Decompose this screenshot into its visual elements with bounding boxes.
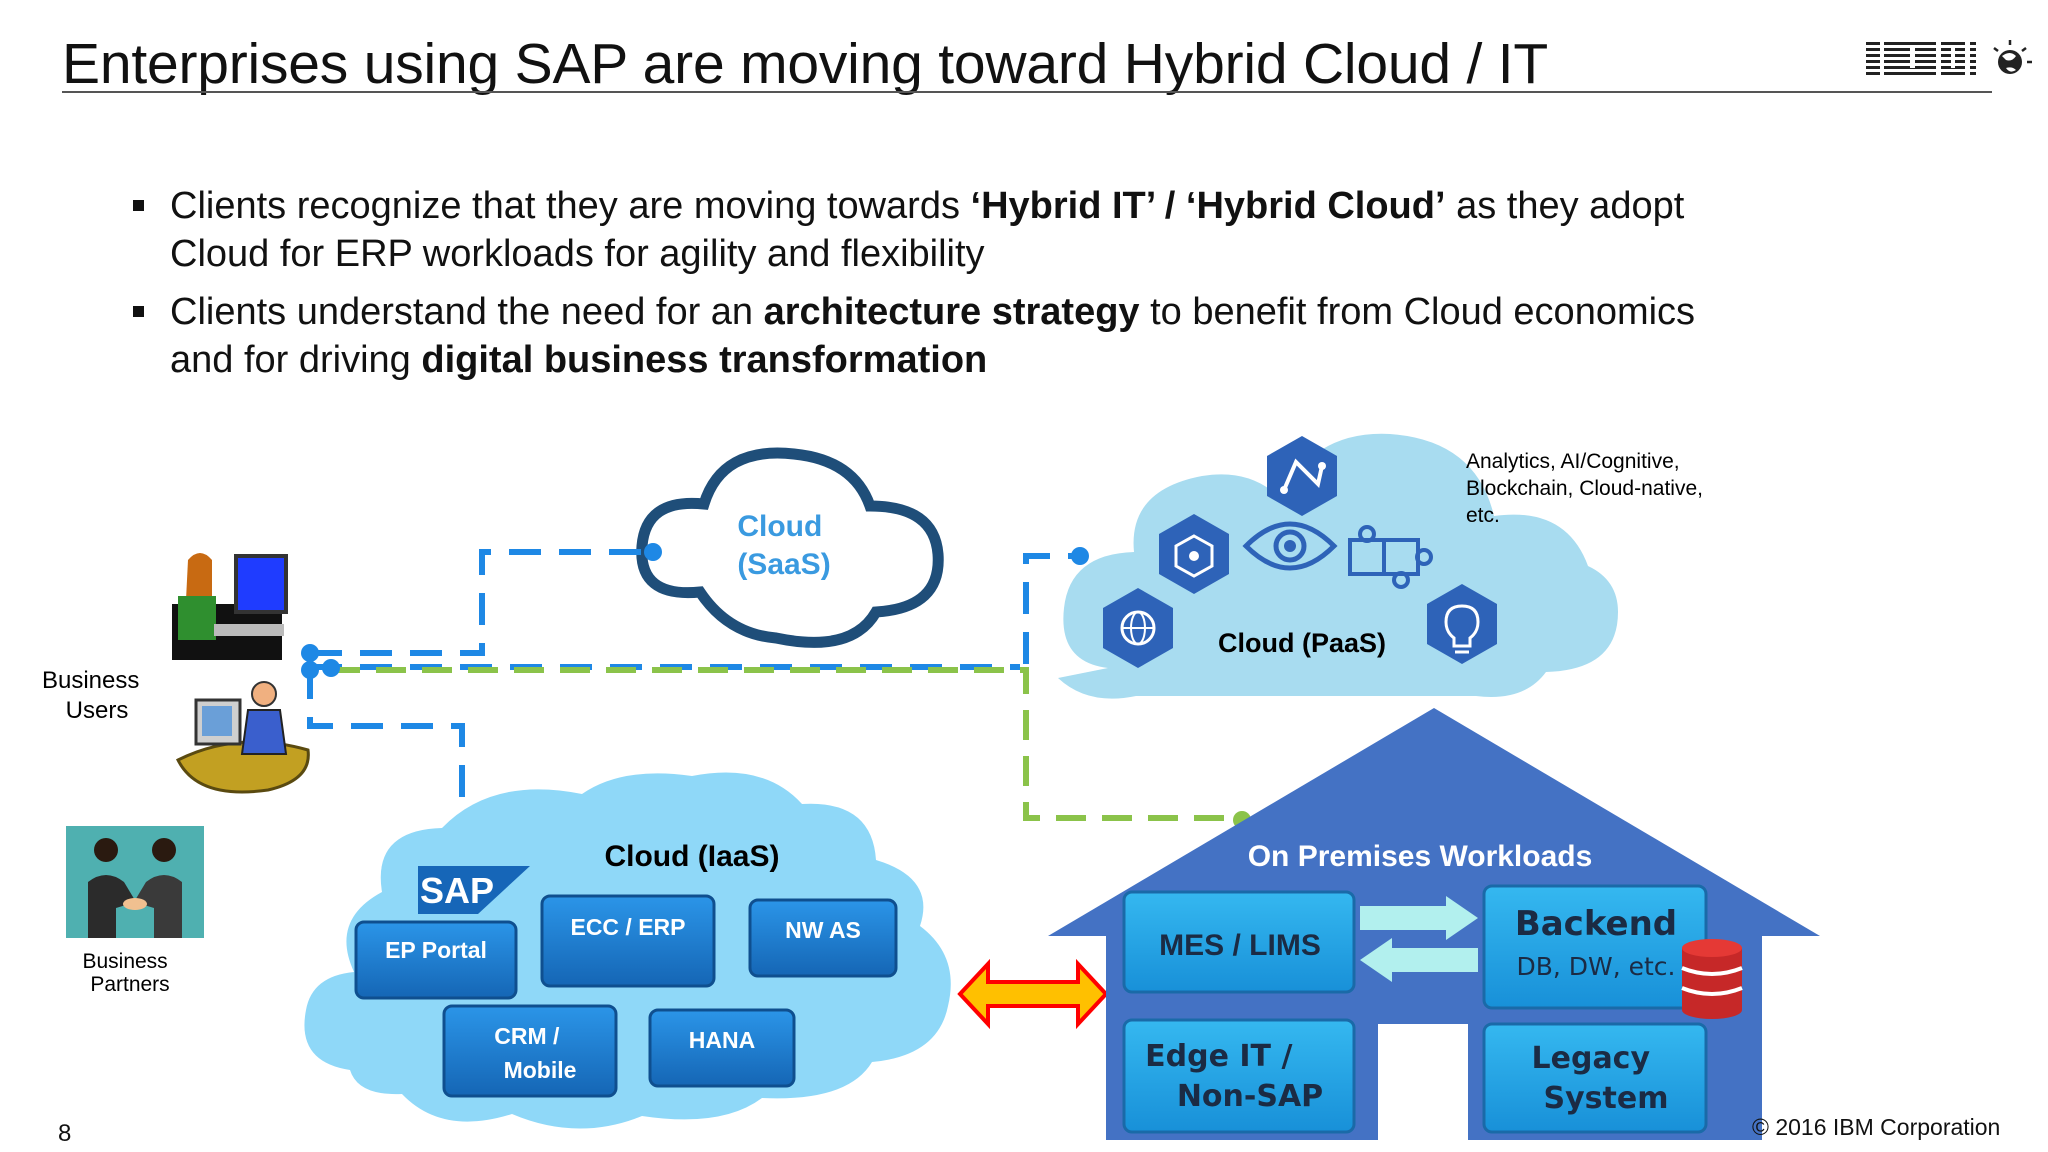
sync-arrows: [1360, 896, 1478, 982]
svg-text:HANA: HANA: [689, 1027, 755, 1053]
puzzle-icon: [1348, 525, 1433, 589]
bullet-marker: [133, 306, 144, 317]
copyright: © 2016 IBM Corporation: [1752, 1114, 2001, 1140]
module-mes-lims: MES / LIMS: [1122, 890, 1356, 994]
database-icon: [1681, 939, 1743, 1019]
sap-logo: SAP: [418, 866, 530, 914]
page-number: 8: [58, 1120, 72, 1147]
svg-text:ECC / ERP: ECC / ERP: [570, 914, 685, 940]
connector-lines: [307, 549, 1240, 830]
svg-text:DB, DW, etc.: DB, DW, etc.: [1516, 952, 1675, 981]
svg-text:NW AS: NW AS: [785, 917, 861, 943]
svg-text:CRM / Mobile: CRM / Mobile: [494, 1023, 576, 1083]
network-icon: [1159, 514, 1229, 594]
module-nw-as: NW AS: [748, 898, 898, 978]
iaas-cloud: Cloud (IaaS) SAP EP Portal ECC / ERP NW …: [304, 772, 951, 1129]
module-ecc-erp: ECC / ERP: [540, 894, 716, 988]
title-rule: [62, 91, 1992, 93]
business-user-computer-icon: [172, 548, 290, 660]
svg-text:SAP: SAP: [420, 870, 494, 911]
on-premises-house: On Premises Workloads MES / LIMS Backend…: [1048, 708, 1820, 1140]
lightbulb-icon: [1427, 584, 1497, 664]
paas-note: Analytics, AI/Cognitive, Blockchain, Clo…: [1466, 450, 1709, 527]
module-ep-portal: EP Portal: [354, 920, 518, 1000]
on-premises-label: On Premises Workloads: [1248, 840, 1593, 873]
svg-text:EP Portal: EP Portal: [385, 937, 487, 963]
double-arrow: [957, 958, 1109, 1030]
business-partners-handshake-icon: [66, 826, 204, 938]
module-legacy-system: Legacy System: [1482, 1022, 1708, 1134]
saas-cloud: Cloud (SaaS): [636, 447, 944, 648]
slide-title: Enterprises using SAP are moving toward …: [62, 32, 1549, 96]
bullet-item: Clients understand the need for an archi…: [130, 288, 1730, 384]
svg-text:MES / LIMS: MES / LIMS: [1159, 929, 1321, 962]
module-crm-mobile: CRM / Mobile: [442, 1004, 618, 1098]
ibm-logo: [1866, 38, 2032, 78]
analytics-icon: [1267, 436, 1337, 516]
module-backend: Backend DB, DW, etc.: [1482, 884, 1708, 1010]
module-hana: HANA: [648, 1008, 796, 1088]
bullet-item: Clients recognize that they are moving t…: [130, 182, 1730, 278]
paas-cloud: Cloud (PaaS): [1058, 433, 1709, 699]
svg-text:Legacy System: Legacy System: [1532, 1041, 1669, 1116]
globe-icon: [1103, 588, 1173, 668]
iaas-cloud-label: Cloud (IaaS): [604, 840, 779, 873]
business-user-desk-icon: [175, 681, 310, 794]
eye-icon: [1242, 521, 1338, 571]
business-users-label: Business Users: [42, 667, 146, 724]
bullet-list: Clients recognize that they are moving t…: [130, 182, 1730, 394]
saas-cloud-label: Cloud (SaaS): [737, 510, 830, 581]
svg-text:Edge IT / Non-SAP: Edge IT / Non-SAP: [1145, 1039, 1323, 1114]
business-partners-label: Business Partners: [82, 950, 173, 996]
bullet-marker: [133, 200, 144, 211]
svg-text:Backend: Backend: [1515, 904, 1677, 944]
module-edge-it: Edge IT / Non-SAP: [1122, 1018, 1356, 1134]
paas-cloud-label: Cloud (PaaS): [1218, 628, 1386, 658]
